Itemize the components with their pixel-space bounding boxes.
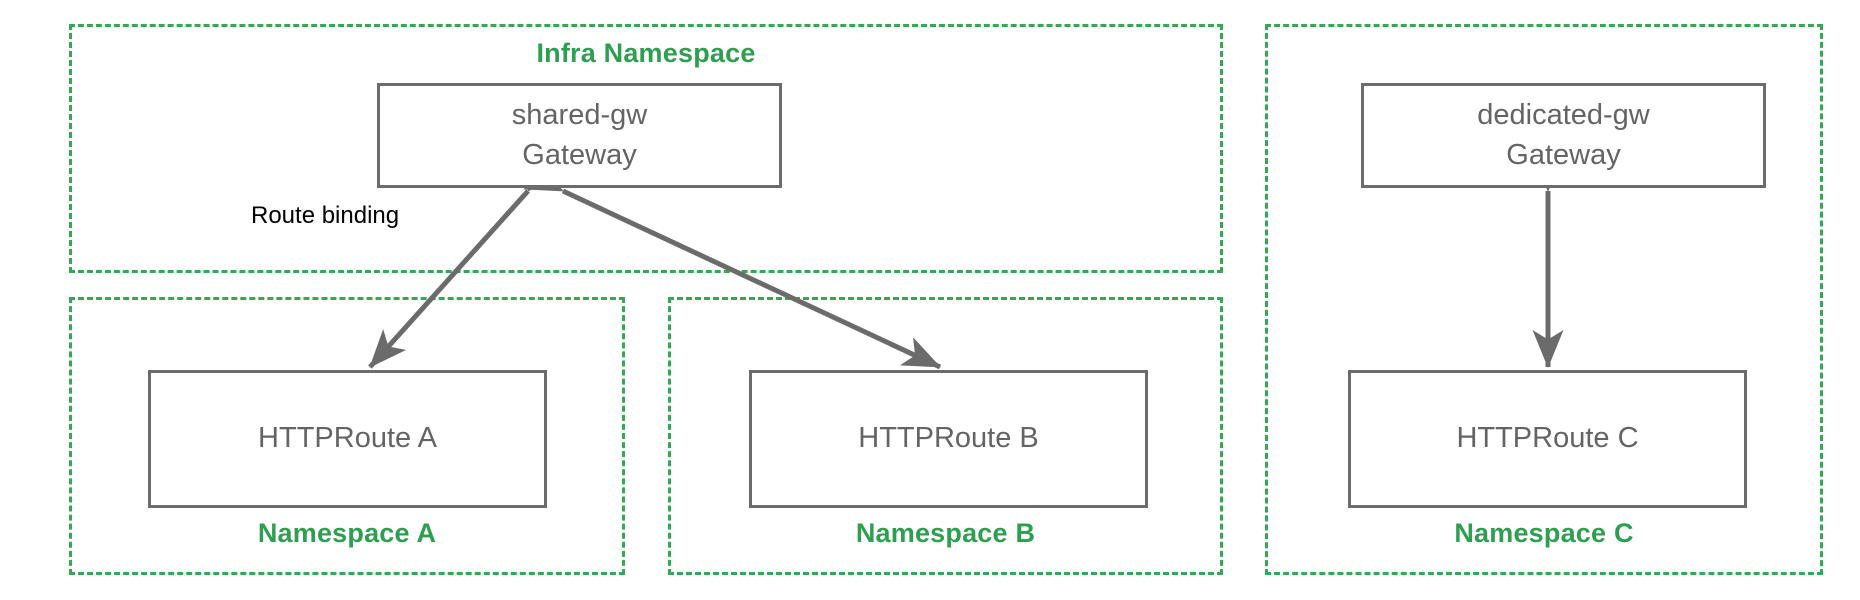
resource-name-httproute-c: HTTPRoute C bbox=[1456, 422, 1639, 455]
resource-box-httproute-c[interactable]: HTTPRoute C bbox=[1348, 370, 1747, 508]
namespace-label-a: Namespace A bbox=[257, 518, 437, 548]
edge-label-route-binding: Route binding bbox=[247, 202, 404, 230]
namespace-label-b: Namespace B bbox=[855, 518, 1036, 548]
resource-name-httproute-b: HTTPRoute B bbox=[858, 422, 1039, 455]
resource-kind-dedicated-gw: Gateway bbox=[1506, 138, 1621, 171]
resource-box-dedicated-gw[interactable]: dedicated-gw Gateway bbox=[1361, 83, 1766, 188]
resource-kind-shared-gw: Gateway bbox=[522, 138, 637, 171]
resource-name-httproute-a: HTTPRoute A bbox=[258, 422, 437, 455]
namespace-box-c bbox=[1265, 24, 1823, 575]
resource-name-dedicated-gw: dedicated-gw bbox=[1477, 99, 1650, 132]
namespace-box-a bbox=[69, 297, 625, 575]
resource-box-httproute-b[interactable]: HTTPRoute B bbox=[749, 370, 1148, 508]
namespace-label-c: Namespace C bbox=[1454, 518, 1634, 548]
resource-box-httproute-a[interactable]: HTTPRoute A bbox=[148, 370, 547, 508]
namespace-box-b bbox=[668, 297, 1223, 575]
resource-box-shared-gw[interactable]: shared-gw Gateway bbox=[377, 83, 782, 188]
resource-name-shared-gw: shared-gw bbox=[511, 99, 648, 132]
namespace-label-infra: Infra Namespace bbox=[536, 38, 756, 68]
